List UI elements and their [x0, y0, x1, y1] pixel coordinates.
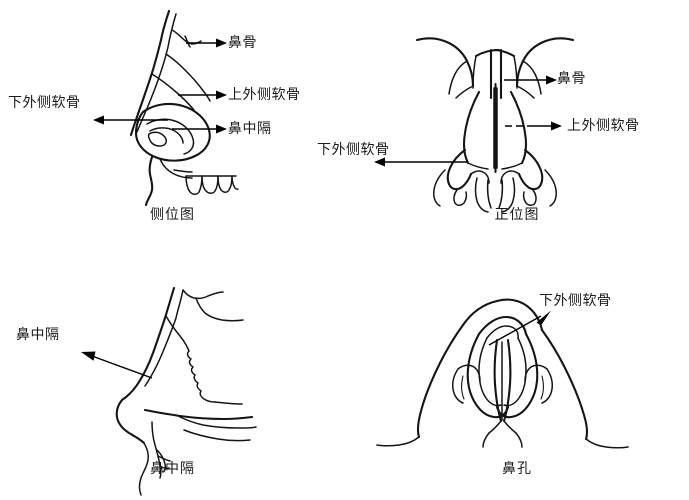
lateral-view-drawing	[93, 9, 239, 207]
panel-septum-view: 鼻中隔 鼻中隔	[0, 250, 345, 500]
label-septum-sagittal: 鼻中隔	[16, 327, 60, 343]
septum-view-drawing	[81, 286, 257, 496]
nostril-view-drawing	[376, 298, 629, 449]
label-lower-lateral-cartilage-nostril: 下外侧软骨	[539, 293, 612, 309]
label-lower-lateral-cartilage-frontal: 下外侧软骨	[317, 142, 390, 158]
arrow-lower-lateral-cartilage-frontal	[374, 157, 467, 167]
panel-frontal-view: 鼻骨 上外侧软骨 下外侧软骨 正位图	[317, 0, 689, 250]
label-nasal-bone-frontal: 鼻骨	[557, 71, 586, 87]
caption-frontal-view: 正位图	[494, 207, 540, 223]
arrow-nasal-bone-lateral	[186, 38, 227, 48]
caption-nostril-view: 鼻孔	[502, 461, 532, 477]
arrow-upper-lateral-cartilage-frontal	[505, 121, 562, 131]
caption-lateral-view: 侧位图	[150, 207, 195, 223]
arrow-septum-sagittal	[81, 351, 153, 379]
panel-nostril-view: 下外侧软骨 鼻孔	[345, 250, 689, 500]
label-upper-lateral-cartilage-lateral: 上外侧软骨	[228, 87, 301, 103]
arrow-upper-lateral-cartilage-lateral	[178, 90, 227, 100]
label-upper-lateral-cartilage-frontal: 上外侧软骨	[567, 118, 640, 134]
panel-lateral-view: 鼻骨 上外侧软骨 鼻中隔 下外侧软骨 侧位图	[0, 0, 345, 250]
arrow-lower-lateral-cartilage-nostril	[488, 310, 551, 346]
caption-septum-view: 鼻中隔	[150, 461, 195, 477]
label-nasal-bone-lateral: 鼻骨	[228, 35, 257, 51]
label-septum-lateral: 鼻中隔	[228, 121, 272, 137]
arrow-nasal-bone-frontal	[504, 75, 557, 85]
arrow-septum-lateral	[172, 124, 227, 134]
frontal-view-drawing	[374, 37, 575, 213]
label-lower-lateral-cartilage-lateral: 下外侧软骨	[8, 95, 81, 111]
arrow-lower-lateral-cartilage-lateral	[93, 115, 168, 125]
